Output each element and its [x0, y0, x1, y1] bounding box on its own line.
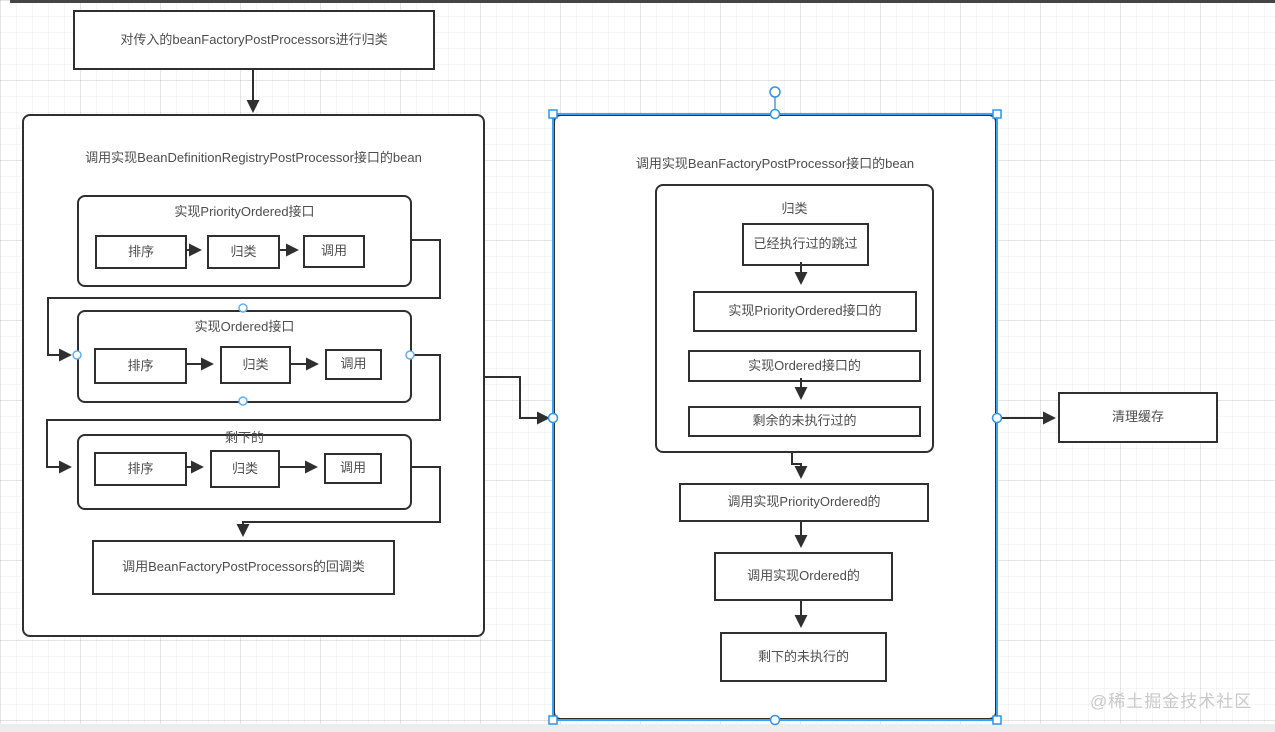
step-classify-label: 归类 — [242, 356, 269, 372]
step-classify-label: 归类 — [230, 243, 257, 259]
node-ordered-impl[interactable]: 实现Ordered接口的 — [688, 350, 921, 382]
step-sort[interactable]: 排序 — [95, 235, 187, 269]
group-priority-ordered[interactable]: 实现PriorityOrdered接口 排序 归类 调用 — [77, 195, 412, 287]
node-priority-ordered-impl-label: 实现PriorityOrdered接口的 — [728, 303, 882, 319]
node-remaining-unexecuted[interactable]: 剩余的未执行过的 — [688, 406, 921, 437]
step-classify[interactable]: 归类 — [220, 346, 291, 384]
node-skip-executed-label: 已经执行过的跳过 — [753, 236, 858, 252]
step-sort-label: 排序 — [127, 357, 154, 373]
node-clear-cache-label: 清理缓存 — [1111, 409, 1164, 425]
node-invoke-ordered[interactable]: 调用实现Ordered的 — [714, 552, 893, 601]
group-priority-ordered-title: 实现PriorityOrdered接口 — [174, 204, 315, 219]
left-container-title: 调用实现BeanDefinitionRegistryPostProcessor接… — [85, 150, 422, 165]
node-callback[interactable]: 调用BeanFactoryPostProcessors的回调类 — [92, 540, 395, 595]
canvas-bottom-edge — [0, 724, 1275, 732]
node-callback-label: 调用BeanFactoryPostProcessors的回调类 — [122, 559, 365, 575]
group-classify-title: 归类 — [781, 201, 808, 216]
step-sort[interactable]: 排序 — [94, 452, 187, 486]
node-clear-cache[interactable]: 清理缓存 — [1058, 392, 1218, 443]
node-registry-postprocessor-container[interactable]: 调用实现BeanDefinitionRegistryPostProcessor接… — [22, 114, 485, 637]
node-invoke-remaining-label: 剩下的未执行的 — [757, 648, 849, 664]
step-invoke-label: 调用 — [339, 460, 366, 476]
node-invoke-ordered-label: 调用实现Ordered的 — [747, 568, 860, 584]
right-container-title: 调用实现BeanFactoryPostProcessor接口的bean — [635, 156, 915, 171]
step-classify[interactable]: 归类 — [210, 450, 280, 488]
node-skip-executed[interactable]: 已经执行过的跳过 — [742, 223, 869, 266]
group-remaining[interactable]: 剩下的 排序 归类 调用 — [77, 430, 412, 510]
node-classify-input-label: 对传入的beanFactoryPostProcessors进行归类 — [120, 31, 388, 47]
node-factory-postprocessor-container[interactable]: 调用实现BeanFactoryPostProcessor接口的bean 归类 已… — [553, 114, 997, 720]
step-invoke-label: 调用 — [340, 356, 367, 372]
group-ordered-title: 实现Ordered接口 — [194, 319, 295, 334]
step-sort-label: 排序 — [127, 460, 154, 476]
step-invoke[interactable]: 调用 — [325, 349, 382, 380]
node-remaining-unexecuted-label: 剩余的未执行过的 — [752, 413, 857, 429]
step-classify[interactable]: 归类 — [207, 235, 280, 269]
juejin-watermark: @稀土掘金技术社区 — [1090, 692, 1253, 711]
window-top-edge — [10, 0, 1275, 3]
node-priority-ordered-impl[interactable]: 实现PriorityOrdered接口的 — [693, 291, 917, 332]
group-classify[interactable]: 归类 已经执行过的跳过 实现PriorityOrdered接口的 实现Order… — [655, 184, 934, 453]
node-invoke-priority-ordered-label: 调用实现PriorityOrdered的 — [727, 494, 881, 510]
group-remaining-title: 剩下的 — [224, 430, 264, 445]
step-sort-label: 排序 — [127, 243, 154, 259]
step-invoke[interactable]: 调用 — [324, 453, 382, 484]
step-invoke-label: 调用 — [320, 243, 347, 259]
node-ordered-impl-label: 实现Ordered接口的 — [748, 357, 861, 373]
node-invoke-remaining[interactable]: 剩下的未执行的 — [720, 632, 887, 682]
group-ordered[interactable]: 实现Ordered接口 排序 归类 调用 — [77, 310, 412, 403]
node-classify-input[interactable]: 对传入的beanFactoryPostProcessors进行归类 — [73, 10, 435, 70]
node-invoke-priority-ordered[interactable]: 调用实现PriorityOrdered的 — [679, 483, 929, 522]
step-invoke[interactable]: 调用 — [303, 235, 365, 268]
step-classify-label: 归类 — [231, 460, 258, 476]
step-sort[interactable]: 排序 — [94, 348, 187, 384]
